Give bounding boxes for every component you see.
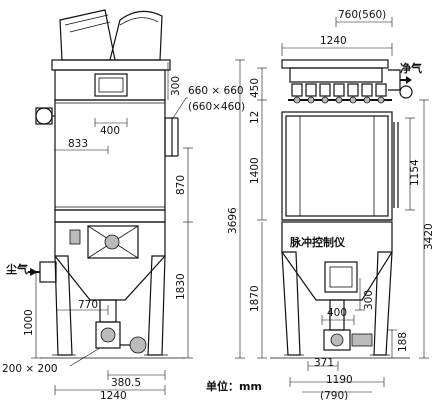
- right-valve-motor: [351, 333, 373, 347]
- right-dim-3696: 3696: [227, 207, 239, 234]
- left-dim-770: 770: [78, 299, 98, 311]
- left-dim-inlet-size: 660 × 660: [188, 85, 244, 97]
- right-dim-188: 188: [397, 332, 409, 352]
- right-dim-1190: 1190: [326, 374, 353, 386]
- right-dim-760: 760(560): [338, 9, 386, 21]
- left-label-dust-gas: 尘气: [6, 262, 28, 276]
- left-dim-833: 833: [68, 138, 88, 150]
- right-dim-1240: 1240: [320, 35, 347, 47]
- left-dust-inlet: [39, 261, 57, 283]
- left-top-hood: [59, 9, 163, 61]
- right-pulse-valves: [288, 83, 392, 104]
- right-dim-1400: 1400: [249, 157, 261, 184]
- right-hopper: [281, 221, 393, 301]
- left-dimensions: 660 × 660 (660×460) 300 400 833 870 1830…: [2, 62, 245, 400]
- right-filter-body: [281, 111, 393, 221]
- left-dim-1830: 1830: [175, 273, 187, 300]
- left-dim-380-5: 380.5: [111, 377, 141, 389]
- left-leg-right: [147, 255, 166, 356]
- right-dim-400: 400: [327, 307, 347, 319]
- left-dim-outlet: 200 × 200: [2, 363, 58, 375]
- left-dim-1240: 1240: [100, 390, 127, 400]
- right-pulse-controller-box: [324, 261, 358, 293]
- left-filter-body: [54, 99, 166, 211]
- right-dim-450: 450: [249, 78, 261, 98]
- right-view: [270, 59, 413, 359]
- right-clean-outlet: [388, 69, 401, 91]
- right-label-clean-gas: 净气: [400, 61, 422, 75]
- right-dim-371: 371: [314, 357, 334, 369]
- right-dim-1154: 1154: [409, 159, 421, 186]
- left-view: [28, 9, 185, 359]
- right-rotary-valve: [323, 329, 351, 351]
- left-fan-motor: [35, 107, 53, 125]
- right-leg-left: [281, 251, 301, 356]
- right-dim-790: (790): [320, 390, 348, 400]
- left-valve-motor: [129, 336, 147, 354]
- right-label-pulse-controller: 脉冲控制仪: [289, 235, 346, 249]
- left-top-flange: [51, 59, 171, 71]
- left-dim-400: 400: [100, 125, 120, 137]
- right-dimensions: 760(560) 1240 净气 450 12 1400 3696 1870 1…: [227, 9, 435, 400]
- right-dim-1870: 1870: [249, 285, 261, 312]
- left-dim-1000: 1000: [23, 309, 35, 336]
- left-lower-band: [54, 209, 166, 223]
- left-rotary-valve: [95, 321, 121, 349]
- right-dim-300: 300: [363, 290, 375, 310]
- left-hopper-window: [87, 225, 139, 259]
- left-inspection-door: [94, 73, 128, 97]
- right-dim-3420: 3420: [423, 223, 435, 250]
- left-dim-top-300: 300: [170, 76, 182, 96]
- right-valve-box: [289, 67, 383, 83]
- unit-label: 单位：mm: [206, 379, 262, 393]
- left-dim-870: 870: [175, 175, 187, 195]
- right-top-header: [281, 59, 389, 69]
- left-inlet-flange: [164, 117, 173, 157]
- right-dim-12: 12: [249, 111, 261, 124]
- left-dim-inlet-size-alt: (660×460): [188, 101, 245, 113]
- left-leg-left: [54, 255, 73, 356]
